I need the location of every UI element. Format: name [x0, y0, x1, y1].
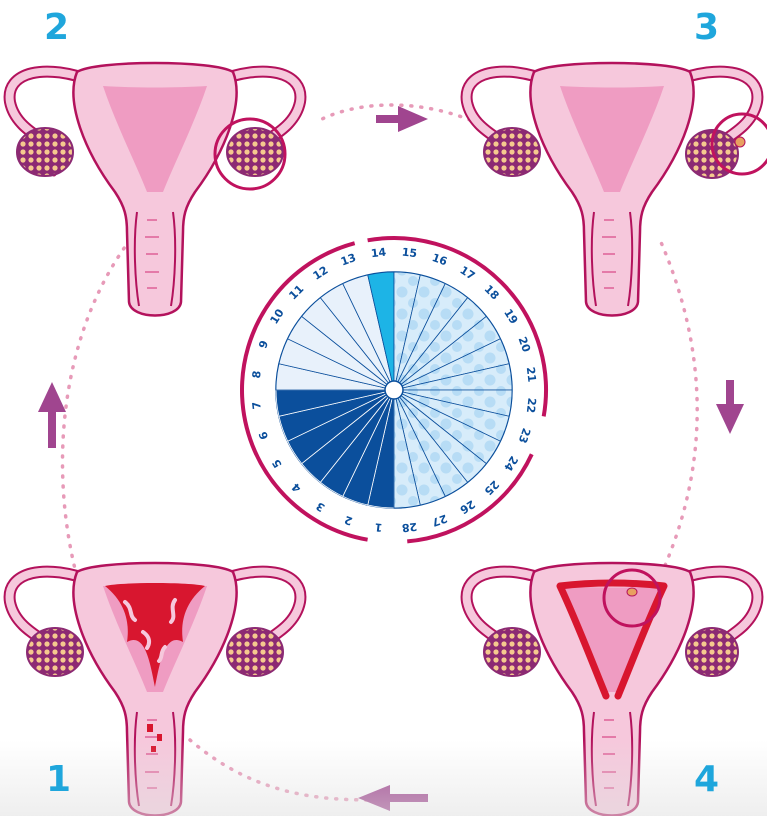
ovary-right	[227, 128, 283, 176]
day-label: 22	[524, 397, 539, 414]
day-label: 12	[311, 264, 331, 283]
ovary-left	[27, 628, 83, 676]
day-label: 10	[268, 306, 287, 326]
uterus-stage-3	[467, 63, 767, 316]
day-label: 28	[401, 520, 418, 535]
stage-number-4: 4	[694, 762, 719, 798]
stage-number-2: 2	[44, 10, 69, 46]
day-label: 11	[286, 282, 306, 302]
day-label: 8	[250, 370, 264, 379]
day-label: 18	[482, 282, 502, 302]
day-label: 7	[250, 401, 264, 410]
day-label: 25	[482, 478, 502, 498]
stage-number-3: 3	[694, 10, 719, 46]
day-label: 15	[401, 246, 418, 261]
wheel-hub	[385, 381, 403, 399]
day-label: 14	[370, 246, 387, 261]
day-label: 20	[516, 335, 533, 354]
day-label: 3	[314, 499, 327, 514]
day-label: 21	[524, 366, 539, 383]
day-label: 26	[457, 497, 477, 516]
day-label: 1	[374, 520, 383, 534]
stage-number-1: 1	[46, 762, 71, 798]
day-label: 13	[339, 251, 358, 268]
ovary-right	[686, 628, 738, 676]
ovary-right	[227, 628, 283, 676]
day-label: 16	[430, 251, 449, 268]
arrow-down-icon	[716, 380, 744, 434]
ovary-left	[17, 128, 73, 176]
day-label: 2	[343, 513, 355, 528]
day-label: 23	[516, 426, 533, 445]
day-label: 9	[256, 339, 271, 351]
arrow-right-icon	[376, 106, 428, 132]
day-label: 27	[430, 512, 449, 529]
day-label: 19	[501, 307, 520, 327]
day-label: 6	[256, 429, 271, 441]
day-label: 17	[457, 264, 477, 283]
egg	[735, 137, 745, 147]
egg	[627, 588, 637, 596]
day-label: 4	[289, 480, 304, 495]
arrow-up-icon	[38, 382, 66, 448]
bottom-shade	[0, 740, 767, 816]
day-label: 24	[501, 453, 520, 473]
ovary-left	[484, 628, 540, 676]
uterus-stage-2	[10, 63, 301, 316]
ovary-left	[484, 128, 540, 176]
day-label: 5	[270, 457, 285, 470]
